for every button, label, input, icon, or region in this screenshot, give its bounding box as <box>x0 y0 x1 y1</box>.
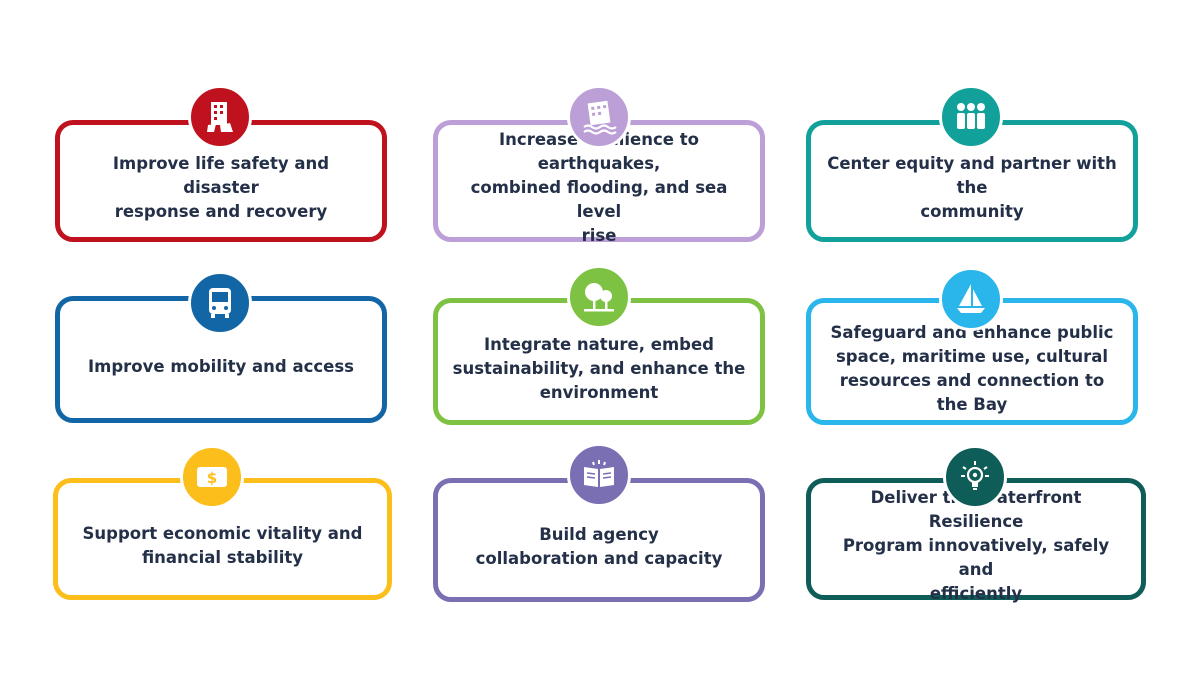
trees-icon <box>567 265 631 329</box>
card-text: Support economic vitality and financial … <box>82 524 363 567</box>
svg-text:$: $ <box>207 469 217 487</box>
lightbulb-icon <box>943 445 1007 509</box>
card-resilience: Increase resilience to earthquakes, comb… <box>433 120 765 245</box>
card-text: Deliver the Waterfront Resilience Progra… <box>842 488 1110 603</box>
card-text: Safeguard and enhance public space, mari… <box>830 322 1114 414</box>
card-economic: Support economic vitality and financial … <box>53 478 392 600</box>
card-text: Improve life safety and disaster respons… <box>112 154 330 221</box>
card-text: Integrate nature, embed sustainability, … <box>452 334 746 402</box>
dollar-bill-icon: $ <box>180 445 244 509</box>
bus-icon <box>188 271 252 335</box>
card-text: Improve mobility and access <box>88 356 354 376</box>
sailboat-icon <box>939 267 1003 331</box>
flooded-building-icon <box>567 85 631 149</box>
card-equity: Center equity and partner with the commu… <box>806 120 1138 242</box>
collapsing-building-icon <box>188 85 252 149</box>
card-text: Center equity and partner with the commu… <box>827 154 1117 221</box>
open-book-icon <box>567 443 631 507</box>
card-text: Build agency collaboration and capacity <box>475 525 723 568</box>
people-group-icon <box>939 85 1003 149</box>
